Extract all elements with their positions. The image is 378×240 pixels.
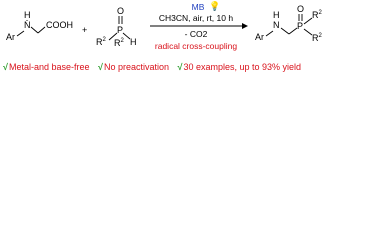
- arrow-head-icon: [242, 23, 248, 29]
- catalyst-label: MB: [192, 2, 205, 12]
- checkmark-icon: √: [3, 62, 8, 72]
- product-r2-label-b: R2: [312, 33, 323, 43]
- oxygen-label: O: [117, 6, 124, 16]
- plus-sign: +: [82, 25, 87, 35]
- reaction-scheme: Ar N H COOH + O P R2 R2 H MB 💡 CH3CN, ai…: [6, 0, 323, 51]
- bond-n-ch2-p: [280, 27, 290, 35]
- bond-p-r2-b: [303, 28, 313, 36]
- checkmark-icon: √: [177, 62, 183, 72]
- product-structure: Ar N H P O R2 R2: [255, 4, 323, 43]
- bond-ch2-c: [37, 26, 46, 34]
- bond-p-ar-n: [265, 30, 274, 37]
- bond-r2-p: [108, 32, 118, 41]
- bond-ch2-p: [288, 27, 298, 35]
- product-r2-label-a: R2: [312, 10, 323, 20]
- product-o-label: O: [297, 4, 304, 14]
- bond-p-r2-a: [303, 17, 313, 25]
- solvent-label: CH3CN, air, rt, 10 h: [159, 13, 233, 23]
- reactant-glycine: Ar N H COOH: [6, 10, 73, 42]
- aryl-label: Ar: [6, 32, 15, 42]
- amine-n-label: N: [24, 20, 31, 30]
- feature-metal-free: Metal-and base-free: [8, 62, 90, 72]
- product-n-label: N: [273, 20, 280, 30]
- feature-scope: 30 examples, up to 93% yield: [183, 62, 302, 72]
- lightbulb-icon: 💡: [209, 0, 220, 11]
- byproduct-label: - CO2: [185, 29, 208, 39]
- checkmark-icon: √: [98, 62, 103, 72]
- bond-n-ch2: [30, 26, 39, 34]
- amine-h-label: H: [24, 10, 31, 20]
- feature-no-preactivation: No preactivation: [103, 62, 170, 72]
- carboxyl-label: COOH: [46, 20, 73, 30]
- product-h-label: H: [273, 10, 280, 20]
- r2-label-b: R2: [114, 38, 125, 48]
- product-p-label: P: [297, 21, 303, 31]
- reaction-conditions: MB 💡 CH3CN, air, rt, 10 h - CO2 radical …: [150, 0, 248, 51]
- caption-label: radical cross-coupling: [155, 41, 237, 51]
- features-line: √Metal-and base-free √No preactivation √…: [0, 60, 378, 74]
- r2-label: R2: [96, 37, 107, 47]
- h-label: H: [130, 37, 137, 47]
- phosphorus-label: P: [117, 25, 123, 35]
- product-aryl-label: Ar: [255, 32, 264, 42]
- bond-ar-n: [16, 30, 25, 37]
- bond-p-h: [122, 32, 131, 40]
- reactant-phosphine-oxide: O P R2 R2 H: [96, 6, 137, 48]
